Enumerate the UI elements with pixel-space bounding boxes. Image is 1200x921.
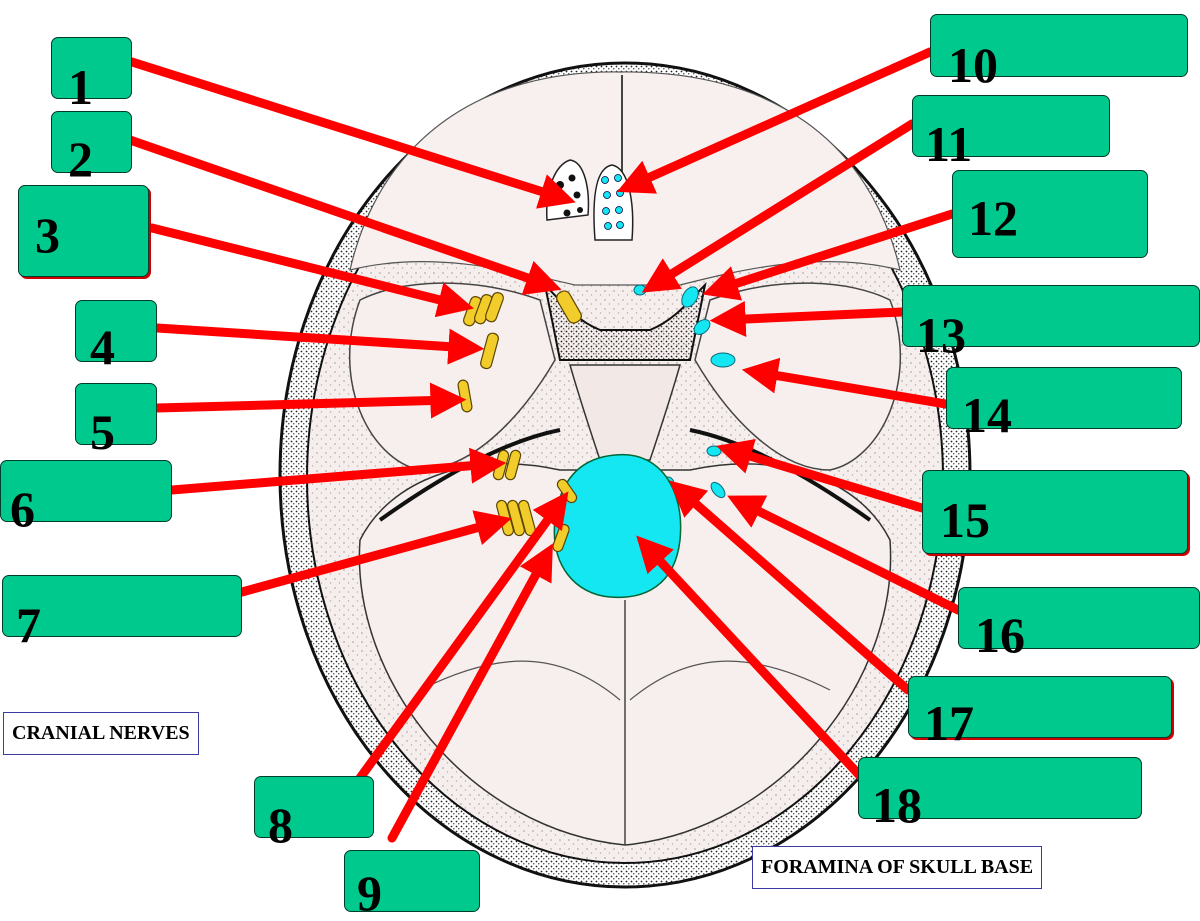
foramen-internal-acoustic [706,445,722,457]
label-box-5 [75,383,157,445]
arrow-4 [152,323,485,365]
arrow-1 [127,57,576,209]
label-number-5: 5 [90,404,115,460]
label-box-18 [858,757,1142,819]
arrow-10 [616,47,935,194]
label-box-17 [908,676,1172,738]
foramen-superior-orbital-fissure [681,286,699,308]
label-number-16: 16 [975,607,1025,663]
label-box-10 [930,14,1188,77]
arrow-16 [727,495,963,615]
arrow-15 [716,439,927,513]
label-box-1 [51,37,132,99]
label-number-6: 6 [10,481,35,537]
arrow-3 [147,223,474,318]
label-box-3 [18,185,149,277]
arrow-14 [741,357,951,409]
label-number-9: 9 [357,865,382,921]
arrow-13 [709,301,907,338]
label-box-4 [75,300,157,362]
label-box-8 [254,776,374,838]
arrow-2 [125,135,562,295]
label-box-11 [912,95,1110,157]
arrow-18 [636,535,867,783]
label-box-6 [0,460,172,522]
foramen-magnum [553,453,682,599]
label-number-18: 18 [872,777,922,833]
label-number-12: 12 [968,190,1018,246]
label-number-8: 8 [268,797,293,853]
label-box-7 [2,575,242,637]
label-number-4: 4 [90,319,115,375]
arrow-7 [237,510,512,597]
label-box-12 [952,170,1148,258]
label-number-15: 15 [940,492,990,548]
arrow-11 [641,119,917,293]
label-number-2: 2 [68,131,93,187]
arrow-12 [702,209,957,301]
label-box-15 [922,470,1188,554]
foramen-jugular [710,481,726,499]
label-number-13: 13 [916,307,966,363]
label-box-16 [958,587,1200,649]
label-number-1: 1 [68,59,93,115]
label-number-17: 17 [924,695,974,751]
label-box-13 [902,285,1200,347]
foramen-ovale [710,352,736,368]
label-number-7: 7 [16,597,41,653]
label-number-10: 10 [948,37,998,93]
arrow-6 [167,447,507,495]
arrow-17 [669,480,913,695]
foramen-optic-canal [633,284,647,296]
label-number-11: 11 [925,116,973,172]
label-box-2 [51,111,132,173]
label-number-3: 3 [35,207,60,263]
arrow-5 [152,382,467,419]
caption-cranial-nerves: CRANIAL NERVES [3,712,199,755]
foramen-rotundum [693,319,711,335]
skull-base-diagram [125,47,972,889]
label-box-14 [946,367,1182,429]
label-number-14: 14 [962,387,1012,443]
caption-foramina-skull-base: FORAMINA OF SKULL BASE [752,846,1043,889]
arrow-9 [387,543,553,843]
